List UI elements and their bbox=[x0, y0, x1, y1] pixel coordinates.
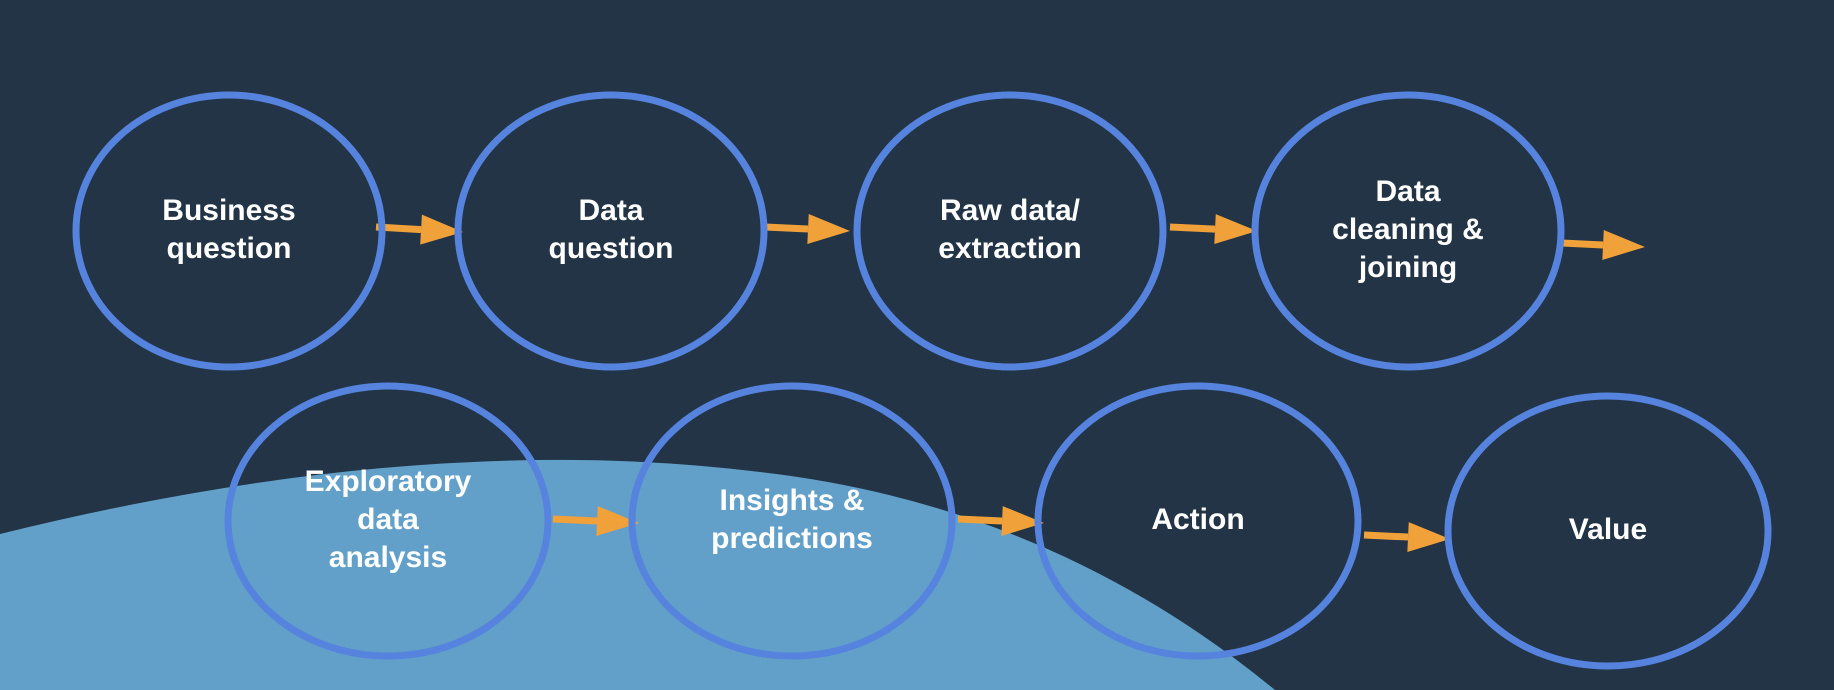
arrow-shaft bbox=[764, 223, 809, 233]
node-label-line: Action bbox=[1151, 503, 1244, 536]
arrow-business-question-to-data-question bbox=[375, 214, 463, 245]
node-raw-data-extraction: Raw data/extraction bbox=[853, 91, 1167, 371]
node-label-line: extraction bbox=[938, 232, 1081, 265]
arrow-shaft bbox=[552, 515, 598, 525]
node-label-line: analysis bbox=[329, 541, 447, 574]
arrow-shaft bbox=[1363, 531, 1409, 541]
node-label-line: Data bbox=[1375, 175, 1440, 208]
node-data-question: Data question bbox=[454, 91, 768, 371]
node-label-line: Insights & bbox=[719, 484, 864, 517]
node-label-line: data bbox=[357, 503, 419, 536]
arrow-insights-predictions-to-action bbox=[957, 506, 1044, 537]
arrow-exploratory-data-analysis-to-insights-predictions bbox=[552, 506, 639, 537]
node-label-line: Data bbox=[578, 194, 643, 227]
node-data-cleaning-joining: Data cleaning & joining bbox=[1251, 91, 1565, 371]
node-action: Action bbox=[1034, 382, 1362, 660]
node-ellipse bbox=[224, 382, 552, 660]
node-label-line: Business bbox=[162, 194, 295, 227]
arrow-head bbox=[596, 506, 639, 537]
arrow-shaft bbox=[1561, 239, 1604, 249]
node-ellipse bbox=[454, 91, 768, 371]
background-planet-shape bbox=[0, 459, 1275, 690]
node-label-line: question bbox=[549, 232, 674, 265]
arrows-layer bbox=[375, 214, 1645, 553]
arrow-action-to-value bbox=[1363, 522, 1450, 553]
arrow-shaft bbox=[1169, 223, 1216, 233]
node-label-line: Exploratory bbox=[305, 465, 472, 498]
arrow-head bbox=[1407, 522, 1450, 553]
arrow-head bbox=[1001, 506, 1044, 537]
node-ellipse bbox=[1034, 382, 1362, 660]
node-ellipse bbox=[1444, 392, 1772, 670]
arrow-head bbox=[1602, 229, 1645, 260]
arrow-shaft bbox=[957, 515, 1003, 525]
node-label-line: joining bbox=[1358, 251, 1457, 284]
arrow-data-question-to-raw-data-extraction bbox=[764, 214, 850, 245]
node-value: Value bbox=[1444, 392, 1772, 670]
nodes-layer: Business question Data question Raw data/ext… bbox=[72, 91, 1772, 670]
node-insights-predictions: Insights & predictions bbox=[628, 382, 956, 660]
node-label-line: predictions bbox=[711, 522, 873, 555]
arrow-head bbox=[420, 214, 463, 245]
node-ellipse bbox=[1251, 91, 1565, 371]
node-label-line: Value bbox=[1569, 513, 1647, 546]
node-exploratory-data-analysis: Exploratory data analysis bbox=[224, 382, 552, 660]
arrow-raw-data-extraction-to-data-cleaning-joining bbox=[1169, 214, 1257, 245]
node-business-question: Business question bbox=[72, 91, 386, 371]
node-label-line: Raw data/ bbox=[940, 194, 1081, 227]
arrow-data-cleaning-joining-to-next bbox=[1561, 229, 1645, 260]
node-ellipse bbox=[853, 91, 1167, 371]
node-ellipse bbox=[628, 382, 956, 660]
node-label-line: cleaning & bbox=[1332, 213, 1484, 246]
arrow-head bbox=[807, 214, 850, 245]
node-ellipse bbox=[72, 91, 386, 371]
arrow-head bbox=[1214, 214, 1257, 245]
node-label-line: question bbox=[167, 232, 292, 265]
